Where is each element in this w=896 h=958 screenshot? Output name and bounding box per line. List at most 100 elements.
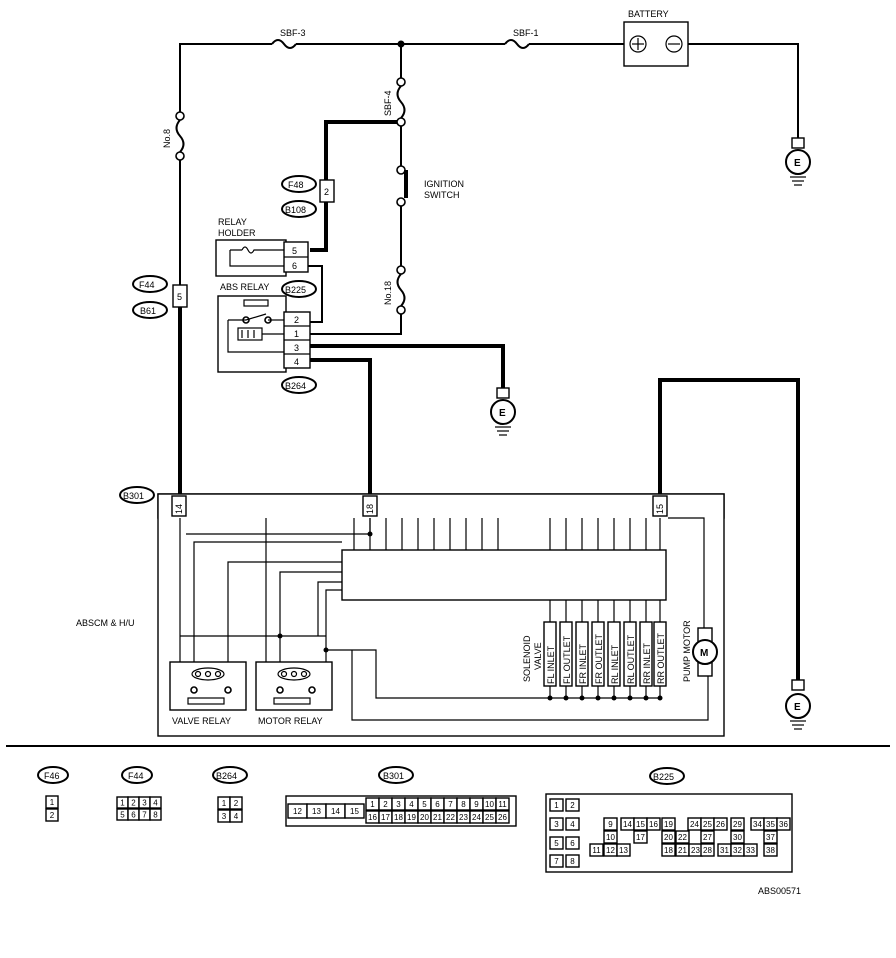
sbf4-label: SBF-4 [383, 90, 393, 116]
b61-label: B61 [140, 306, 156, 316]
b225-pin: 30 [733, 833, 742, 842]
b225-label: B225 [285, 285, 306, 295]
diagram-code: ABS00571 [758, 886, 801, 896]
b225-cell [763, 843, 778, 857]
b225-cell [603, 830, 618, 844]
f46-pin: 1 [50, 798, 55, 807]
b225-pin: 20 [664, 833, 673, 842]
b225-pin: 8 [570, 857, 575, 866]
b301-pin: 2 [383, 800, 388, 809]
b225-pin: 33 [746, 846, 755, 855]
b225-pin: 37 [766, 833, 775, 842]
b225-pin: 3 [554, 820, 559, 829]
abs-relay [217, 295, 311, 373]
b225-pin: 23 [691, 846, 700, 855]
valve-relay [169, 661, 247, 711]
b225-cell [549, 836, 564, 850]
pump-supply-wire [658, 378, 800, 680]
sbf1-label: SBF-1 [513, 28, 539, 38]
battery-label: BATTERY [628, 9, 669, 19]
relay-holder-pin-6: 6 [292, 261, 297, 271]
b301-pin-15: 15 [655, 504, 665, 514]
middle-branch-wire [310, 44, 408, 335]
b301-pin: 3 [396, 800, 401, 809]
motor-relay [255, 661, 333, 711]
b108-label: B108 [285, 205, 306, 215]
solenoid-line1: SOLENOID [522, 635, 532, 682]
sbf3-label: SBF-3 [280, 28, 306, 38]
fuse18-label: No.18 [383, 281, 393, 305]
b225-cell [661, 817, 676, 831]
b225-pin: 10 [606, 833, 615, 842]
b225-cell [633, 830, 648, 844]
b225-pin: 9 [608, 820, 613, 829]
b301-pin: 19 [407, 813, 416, 822]
b225-cell [661, 830, 676, 844]
abs-relay-pin-2: 2 [294, 315, 299, 325]
b225-pin: 2 [570, 801, 575, 810]
connector-ovals [119, 175, 317, 504]
b301-pin: 16 [368, 813, 377, 822]
b225-pin: 11 [592, 846, 601, 855]
b225-cell [549, 798, 564, 812]
b301-label: B301 [123, 491, 144, 501]
b225-pin: 21 [678, 846, 687, 855]
b225-cell [730, 817, 745, 831]
relay-ground-icon [490, 387, 516, 436]
internal-comb [179, 517, 709, 721]
b301-pin-14: 14 [174, 504, 184, 514]
pump-motor-icon [692, 627, 718, 677]
pump-motor-symbol: M [700, 648, 708, 659]
legend-b301-label: B301 [383, 771, 404, 781]
b225-cell [603, 817, 618, 831]
legend-b264-label: B264 [216, 771, 237, 781]
b225-pin: 13 [619, 846, 628, 855]
b301-pin: 22 [446, 813, 455, 822]
pump-ground-icon [785, 679, 811, 730]
b225-cell [776, 817, 791, 831]
b225-cell [730, 830, 745, 844]
b225-cell [549, 854, 564, 868]
abs-relay-pin-3: 3 [294, 343, 299, 353]
f46-cell [45, 808, 59, 822]
b225-pin: 38 [766, 846, 775, 855]
b301-pin: 25 [485, 813, 494, 822]
b301-pin: 4 [409, 800, 414, 809]
b264-pin: 3 [222, 812, 227, 821]
relay-output-wires [310, 344, 505, 494]
b225-cell [700, 830, 715, 844]
b264-pin: 2 [234, 799, 239, 808]
relay-holder [215, 239, 323, 323]
b225-cell [700, 843, 715, 857]
b301-cell [495, 797, 510, 811]
b225-cell [616, 843, 631, 857]
pump-motor-label: PUMP MOTOR [682, 620, 692, 682]
b301-cell [344, 803, 365, 819]
b301-pin: 26 [498, 813, 507, 822]
b225-pin: 22 [678, 833, 687, 842]
f48-pin-label: 2 [324, 187, 329, 197]
b225-pin: 28 [703, 846, 712, 855]
b225-pin: 16 [649, 820, 658, 829]
battery-ground-icon [785, 137, 811, 186]
solenoid-valves [543, 600, 667, 701]
b225-cell [565, 817, 580, 831]
b301-pin: 1 [370, 800, 375, 809]
valve-rr-outlet: RR OUTLET [656, 632, 666, 684]
f46-cell [45, 795, 59, 809]
b301-pin: 9 [474, 800, 479, 809]
b225-pin: 24 [690, 820, 699, 829]
b264-pin: 1 [222, 799, 227, 808]
f48-label: F48 [288, 180, 304, 190]
left-branch-wire [172, 110, 188, 494]
b225-pin: 5 [554, 839, 559, 848]
b225-pin: 15 [636, 820, 645, 829]
b225-pin: 35 [766, 820, 775, 829]
b225-cell [589, 843, 604, 857]
abs-relay-pin-4: 4 [294, 357, 299, 367]
f44-cell [149, 796, 162, 809]
f44-label: F44 [139, 280, 155, 290]
b225-pin: 4 [570, 820, 575, 829]
b225-cell [565, 854, 580, 868]
b225-cell [646, 817, 661, 831]
